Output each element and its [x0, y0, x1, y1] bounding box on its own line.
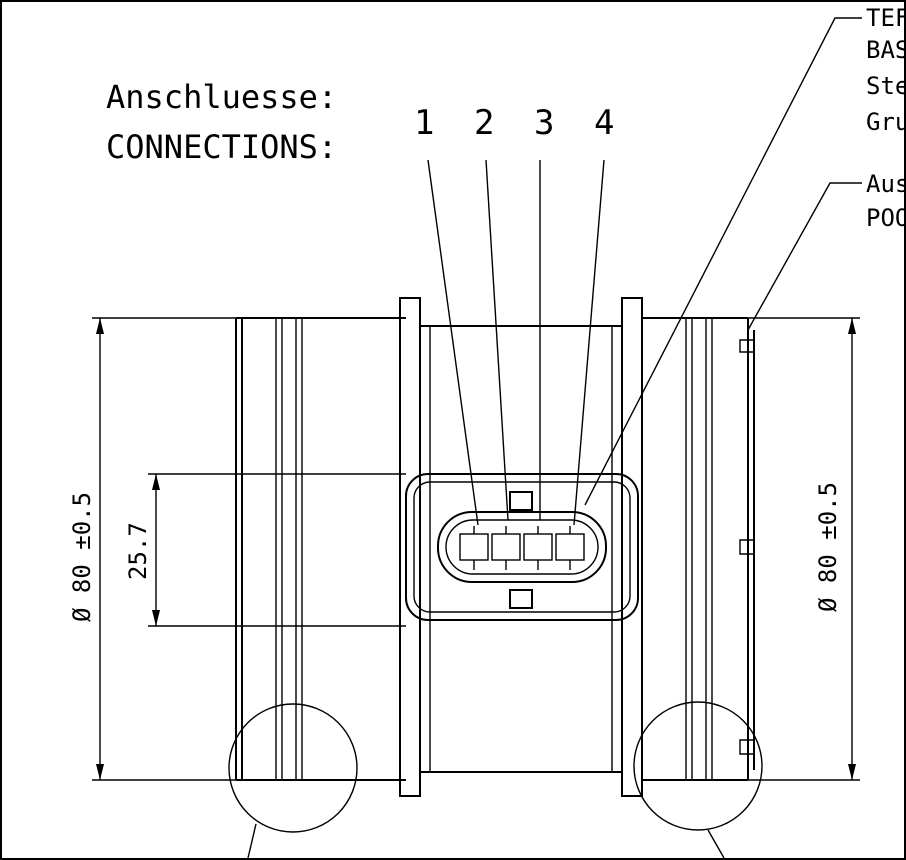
connections-label-en: CONNECTIONS: [106, 128, 337, 166]
connector-height-label: 25.7 [124, 522, 152, 580]
note-line-4: Gru [866, 108, 906, 136]
right-diameter-dimension: Ø 80 ±0.5 [748, 317, 860, 781]
note-line-5: Aus [866, 170, 906, 198]
sensor-housing [235, 297, 755, 797]
note-line-6: POO [866, 204, 906, 232]
pin-label-2: 2 [474, 103, 494, 143]
connector-pins [459, 526, 585, 570]
pin-label-4: 4 [594, 103, 614, 143]
connections-label-de: Anschluesse: [106, 78, 337, 116]
left-diameter-dimension: Ø 80 ±0.5 [68, 317, 236, 781]
left-diameter-label: Ø 80 ±0.5 [68, 492, 96, 622]
note-line-2: BAS [866, 36, 906, 64]
electrical-connector [405, 473, 639, 621]
detail-circle-right [633, 701, 763, 859]
note-line-1: TEF [866, 4, 906, 32]
note-line-3: Ste [866, 72, 906, 100]
top-right-note: TEF BAS Ste Gru [584, 4, 906, 506]
right-diameter-label: Ø 80 ±0.5 [814, 482, 842, 612]
pin-leader-1 [427, 159, 479, 526]
detail-circle-left [228, 703, 358, 859]
connector-height-dimension: 25.7 [124, 473, 406, 627]
pin-label-3: 3 [534, 103, 554, 143]
pin-label-1: 1 [414, 103, 434, 143]
pin-leader-4 [573, 159, 605, 526]
pin-leader-2 [485, 159, 509, 521]
mid-right-note: Aus POO [747, 170, 906, 331]
